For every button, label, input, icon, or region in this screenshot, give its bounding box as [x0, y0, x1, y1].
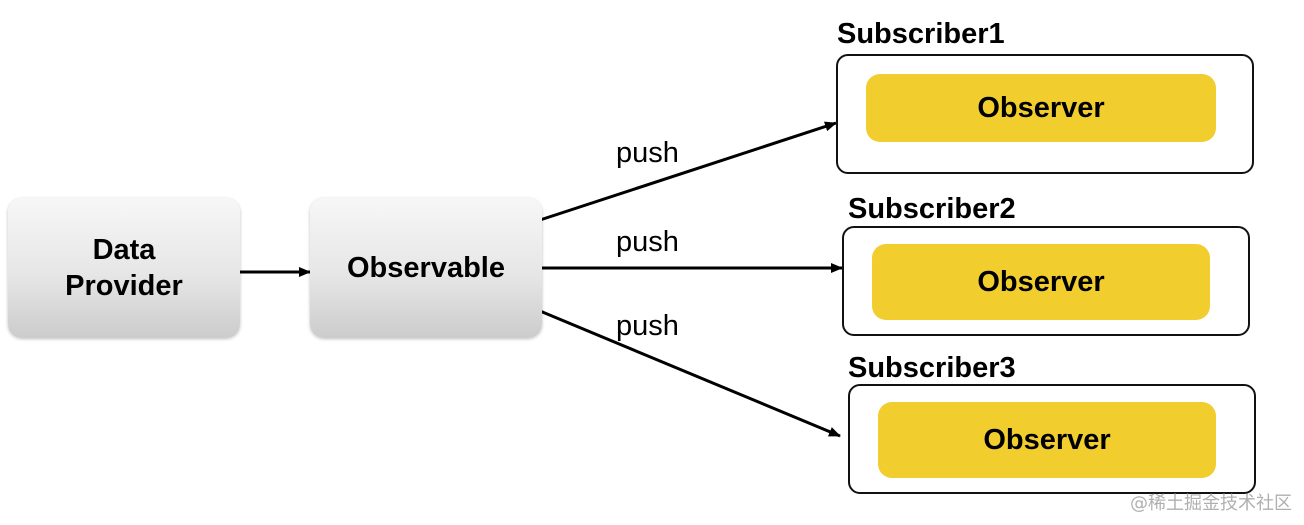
subscriber2-observer-label: Observer	[977, 265, 1105, 298]
observable-node: Observable	[310, 198, 542, 338]
subscriber1-observer: Observer	[866, 74, 1216, 142]
subscriber3-title: Subscriber3	[848, 352, 1016, 384]
subscriber1-observer-label: Observer	[977, 91, 1105, 124]
push-label-3: push	[616, 310, 679, 342]
subscriber3-observer: Observer	[878, 402, 1216, 478]
subscriber2-box: Observer	[842, 226, 1250, 336]
subscriber1-box: Observer	[836, 54, 1254, 174]
subscriber3-box: Observer	[848, 384, 1256, 494]
subscriber2-observer: Observer	[872, 244, 1210, 320]
push-label-2: push	[616, 226, 679, 258]
push-label-1: push	[616, 137, 679, 169]
subscriber2-title: Subscriber2	[848, 193, 1016, 225]
arrow-observable-to-subscriber1	[539, 121, 837, 222]
subscriber3-observer-label: Observer	[983, 423, 1111, 456]
observable-label: Observable	[347, 251, 505, 284]
data-provider-label-line1: Data	[92, 234, 156, 266]
subscriber1-title: Subscriber1	[837, 18, 1005, 50]
arrow-observable-to-subscriber3	[539, 309, 841, 438]
watermark-text: @稀土掘金技术社区	[1130, 493, 1292, 514]
data-provider-label-line2: Provider	[65, 270, 183, 302]
data-provider-node: Data Provider	[8, 198, 240, 338]
